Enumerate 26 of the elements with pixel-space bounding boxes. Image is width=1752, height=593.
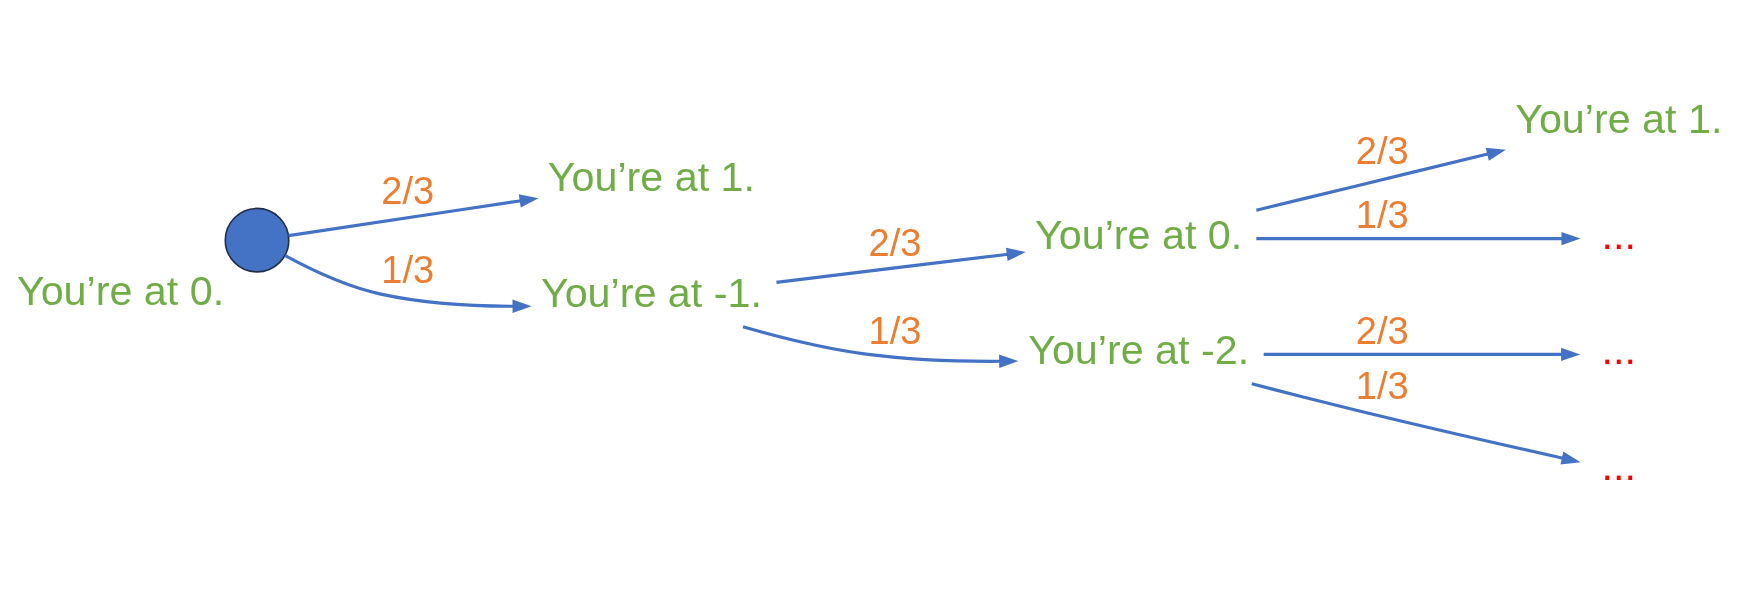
node-text: ... [1601, 211, 1636, 258]
node-text: You’re at 0. [1035, 211, 1243, 258]
edge-label: 1/3 [1355, 365, 1409, 408]
edge-label: 1/3 [381, 249, 435, 292]
arrow [1251, 382, 1581, 465]
arrow [742, 325, 1019, 368]
arrow [1256, 231, 1581, 246]
node-text: You’re at 1. [1515, 95, 1723, 142]
edge-label: 1/3 [1355, 193, 1409, 236]
node-circle [224, 207, 290, 273]
edge-label: 2/3 [381, 169, 435, 212]
edge-label: 2/3 [1355, 309, 1409, 352]
node-text: You’re at -2. [1028, 327, 1250, 374]
edge-label: 2/3 [1355, 130, 1409, 173]
edge-label: 1/3 [868, 309, 922, 352]
node-text: You’re at -1. [540, 270, 762, 317]
node-text: ... [1601, 443, 1636, 490]
node-label: You’re at 0. [16, 267, 225, 314]
arrow [288, 194, 539, 238]
node-text: You’re at 1. [547, 154, 756, 201]
node-text: ... [1601, 327, 1636, 374]
edge-label: 2/3 [868, 222, 922, 265]
arrow [1263, 347, 1581, 362]
arrow [776, 247, 1026, 284]
arrow [284, 254, 532, 313]
arrow [1255, 147, 1506, 212]
